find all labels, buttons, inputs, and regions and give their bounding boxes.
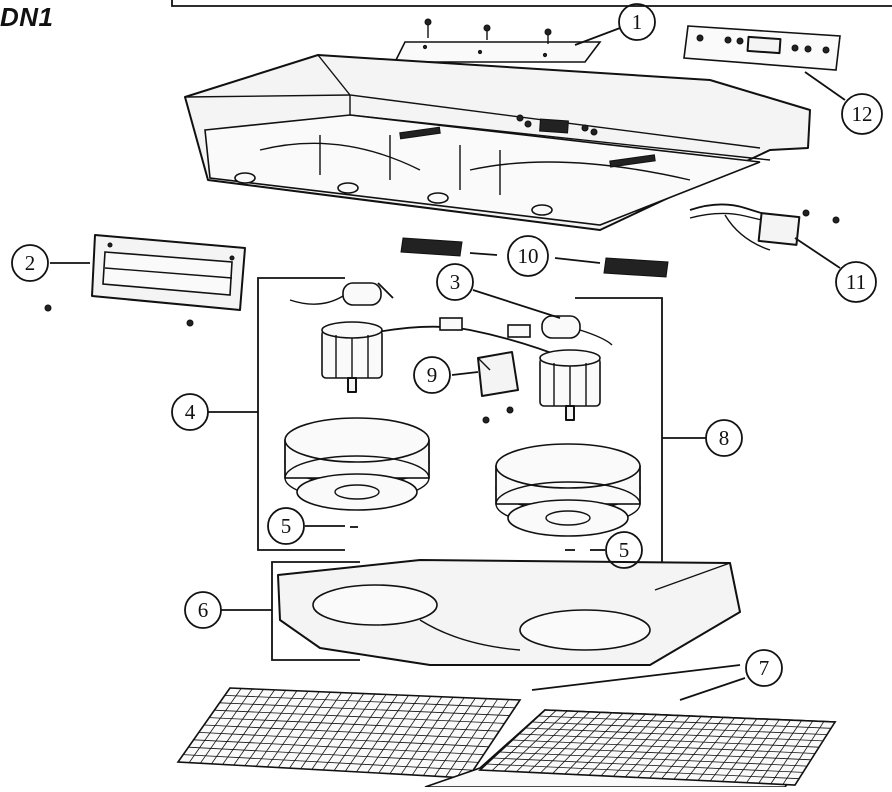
callout-3: 3 xyxy=(436,263,474,301)
callout-5a: 5 xyxy=(267,507,305,545)
part-blower-left xyxy=(284,417,430,511)
part-relay xyxy=(477,351,519,424)
filter-mesh-line xyxy=(518,733,820,748)
part-filter-right xyxy=(424,709,837,788)
svg-text:4: 4 xyxy=(185,400,196,424)
leader-lines xyxy=(50,27,846,701)
callout-2: 2 xyxy=(11,244,49,282)
filter-mesh-line xyxy=(193,739,484,755)
svg-text:12: 12 xyxy=(852,102,873,126)
svg-text:7: 7 xyxy=(759,656,770,680)
part-motor-right xyxy=(539,349,601,421)
filter-mesh-line xyxy=(224,695,515,709)
part-hood-body xyxy=(184,54,811,231)
filter-mesh-line xyxy=(198,732,489,748)
callout-5b: 5 xyxy=(605,531,643,569)
group-bracket-left xyxy=(257,277,345,551)
callout-10: 10 xyxy=(507,235,549,277)
part-capacitors xyxy=(289,282,613,361)
part-duct-collar xyxy=(44,234,246,327)
part-motor-left xyxy=(321,321,383,393)
svg-text:5: 5 xyxy=(281,514,292,538)
svg-text:8: 8 xyxy=(719,426,730,450)
callout-7: 7 xyxy=(745,649,783,687)
part-grilles xyxy=(400,237,669,278)
part-screws-5 xyxy=(350,526,575,551)
callout-11: 11 xyxy=(835,261,877,303)
group-bracket-right xyxy=(575,297,663,579)
svg-text:6: 6 xyxy=(198,598,209,622)
group-bracket-bottom xyxy=(271,561,360,661)
svg-text:11: 11 xyxy=(846,270,866,294)
part-filter-left xyxy=(176,687,522,779)
filter-mesh-line xyxy=(214,709,505,724)
filter-mesh-line xyxy=(531,721,828,735)
filter-mesh-line xyxy=(203,724,495,740)
callout-9: 9 xyxy=(413,356,451,394)
top-frame-line xyxy=(171,0,892,7)
callout-4: 4 xyxy=(171,393,258,431)
filter-mesh-line xyxy=(499,751,808,767)
callout-6: 6 xyxy=(184,591,272,629)
callout-1: 1 xyxy=(618,3,656,41)
callout-12: 12 xyxy=(841,93,883,135)
part-top-plate xyxy=(393,18,602,63)
model-label: DN1 xyxy=(0,2,54,32)
filter-mesh-line xyxy=(219,702,510,716)
filter-mesh-line xyxy=(538,715,832,729)
part-control-panel xyxy=(683,25,841,71)
part-blower-right xyxy=(495,443,641,537)
part-wiring-harness xyxy=(689,203,840,251)
filter-mesh-line xyxy=(525,727,824,742)
filter-mesh-line xyxy=(209,717,500,732)
svg-text:9: 9 xyxy=(427,363,438,387)
svg-text:10: 10 xyxy=(518,244,539,268)
svg-text:5: 5 xyxy=(619,538,630,562)
callout-8: 8 xyxy=(662,419,743,457)
filter-mesh-line xyxy=(486,763,800,780)
part-housing-plate xyxy=(277,559,741,666)
filter-mesh-line xyxy=(505,745,812,761)
filter-mesh-line xyxy=(183,754,474,771)
svg-text:1: 1 xyxy=(632,10,643,34)
filter-mesh-line xyxy=(188,746,479,763)
filter-mesh-line xyxy=(512,739,816,754)
filter-mesh-line xyxy=(492,757,804,773)
svg-text:3: 3 xyxy=(450,270,461,294)
svg-text:2: 2 xyxy=(25,251,36,275)
